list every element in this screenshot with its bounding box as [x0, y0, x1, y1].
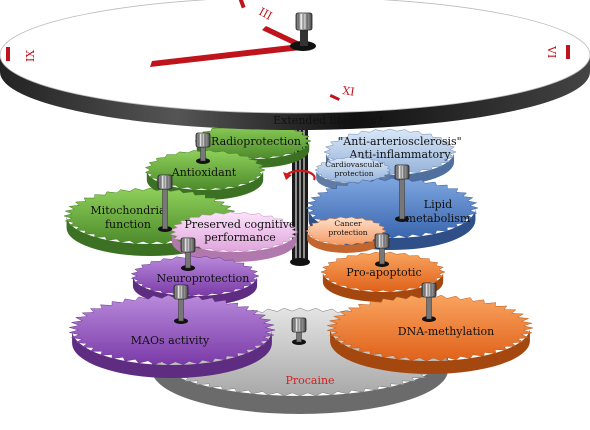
clock-face	[0, 0, 590, 114]
clock-disk: III VI IX XI Extended life span?	[0, 0, 590, 130]
dna-methylation-label: DNA-methylation	[398, 325, 495, 338]
knob-antioxidant	[195, 132, 211, 164]
anti-inflammatory-label: Anti-inflammatory	[348, 148, 451, 161]
cancer-protection-label: protection	[328, 228, 367, 237]
clock-rim	[0, 55, 590, 130]
performance-label: performance	[204, 231, 276, 244]
antioxidant-label: Antioxidant	[171, 166, 237, 179]
maos-activity-label: MAOs activity	[131, 334, 210, 347]
gear-dna-methylation: DNA-methylation	[327, 294, 534, 374]
rotation-arrow-icon	[283, 169, 316, 181]
metabolism-label: metabolism	[406, 212, 471, 225]
lipid-label: Lipid	[424, 198, 452, 211]
gear-cognitive: Preserved cognitive performance	[169, 211, 299, 262]
knob-procaine	[291, 317, 307, 345]
cancer-label: Cancer	[334, 219, 362, 228]
knob-maos	[173, 284, 189, 324]
base-gear-side	[152, 352, 448, 414]
numeral-iii: III	[257, 5, 275, 23]
pro-apoptotic-label: Pro-apoptotic	[346, 266, 421, 279]
knob-mitochondria	[157, 174, 173, 232]
knob-pro-apoptotic	[374, 233, 390, 267]
knob-lipid	[394, 164, 410, 222]
protection-label: protection	[334, 169, 373, 178]
gear-maos-activity: MAOs activity	[69, 294, 276, 378]
numeral-xi: XI	[342, 84, 356, 99]
extended-life-span-label: Extended life span?	[273, 114, 383, 127]
neuroprotection-label: Neuroprotection	[157, 272, 250, 285]
mitochondria-label: Mitochondria	[90, 204, 166, 217]
gear-cancer-protection: Cancer protection	[305, 216, 387, 253]
gear-pro-apoptotic: Pro-apoptotic	[320, 251, 446, 302]
cognitive-label: Preserved cognitive	[185, 218, 296, 231]
knob-neuroprotection	[180, 237, 196, 271]
cardiovascular-label: Cardiovascular	[325, 160, 383, 169]
anti-arteriosclerosis-label: "Anti-arteriosclerosis"	[338, 135, 461, 148]
procaine-label: Procaine	[285, 374, 334, 387]
numeral-vi: VI	[545, 45, 558, 58]
numeral-ix: IX	[24, 50, 37, 62]
knob-dna	[421, 282, 437, 322]
spindle-knobs	[157, 132, 437, 345]
clock-hands	[150, 12, 316, 67]
radioprotection-label: Radioprotection	[211, 135, 301, 148]
function-label: function	[105, 218, 151, 231]
